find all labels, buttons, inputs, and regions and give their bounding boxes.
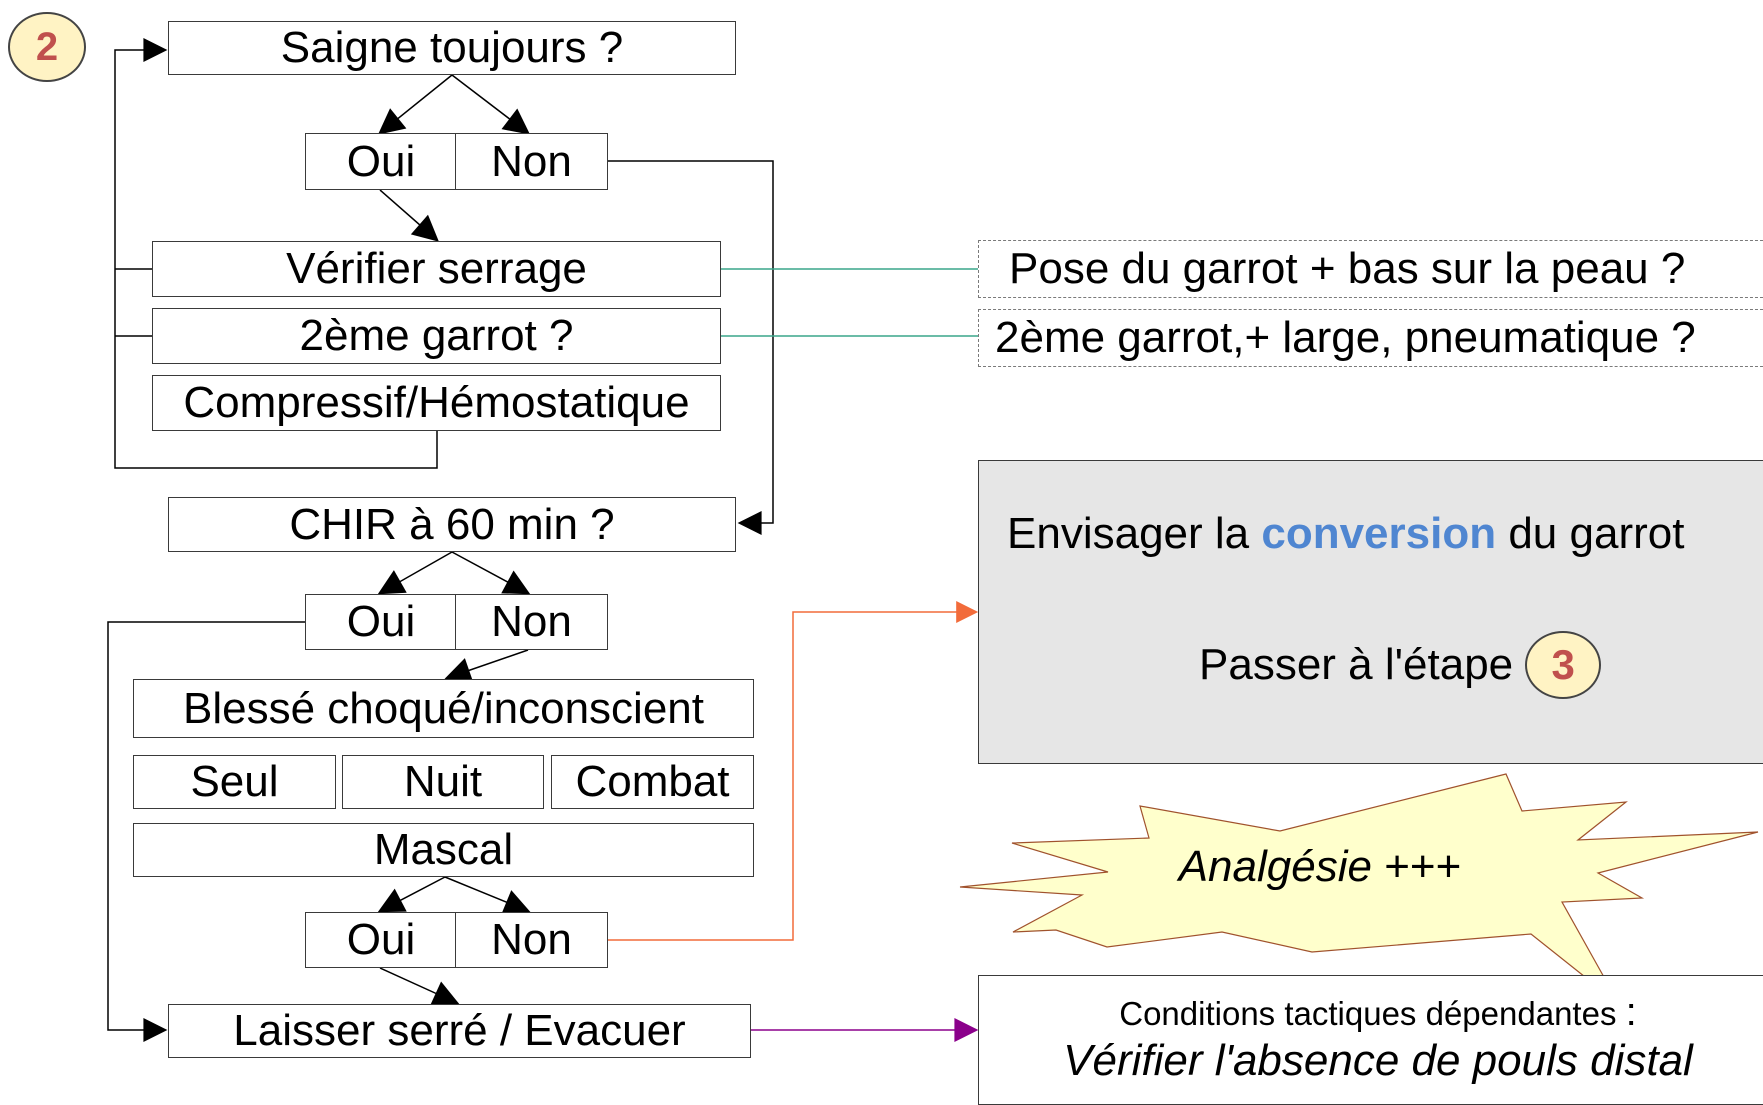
action-leave-tight-evacuate: Laisser serré / Evacuer <box>168 1004 751 1058</box>
answer-yes-3: Oui <box>305 912 457 968</box>
answer-yes-2: Oui <box>305 594 457 650</box>
conversion-text-post: du garrot <box>1496 509 1685 558</box>
answer-no-2: Non <box>455 594 608 650</box>
analgesia-star-shape <box>959 773 1759 1005</box>
tactical-conditions-label: Conditions tactiques dépendantes <box>1119 995 1626 1032</box>
check-distal-pulse: Vérifier l'absence de pouls distal <box>1063 1036 1693 1085</box>
analgesia-text: Analgésie +++ <box>1100 842 1540 892</box>
conversion-panel: Envisager la conversion du garrot Passer… <box>978 460 1763 764</box>
answer-no-3: Non <box>455 912 608 968</box>
action-second-tourniquet: 2ème garrot ? <box>152 308 721 364</box>
answer-yes-1: Oui <box>305 133 457 190</box>
next-step-line: Passer à l'étape 3 <box>1199 631 1602 699</box>
tactical-conditions-title: Conditions tactiques dépendantes : <box>979 990 1763 1035</box>
step-3-badge: 3 <box>1525 631 1602 699</box>
conversion-text: Envisager la conversion du garrot <box>1007 509 1684 559</box>
condition-alone: Seul <box>133 755 336 809</box>
analgesia-word: Analgésie <box>1178 842 1372 891</box>
note-tourniquet-placement: Pose du garrot + bas sur la peau ? <box>978 240 1763 298</box>
question-surgery-60min: CHIR à 60 min ? <box>168 497 736 552</box>
condition-mascal: Mascal <box>133 823 754 877</box>
condition-shocked-unconscious: Blessé choqué/inconscient <box>133 679 754 738</box>
answer-no-1: Non <box>455 133 608 190</box>
conversion-text-pre: Envisager la <box>1007 509 1262 558</box>
question-still-bleeding: Saigne toujours ? <box>168 21 736 75</box>
tactical-conditions-colon: : <box>1625 990 1637 1034</box>
note-second-tourniquet: 2ème garrot,+ large, pneumatique ? <box>978 309 1763 367</box>
action-check-tightening: Vérifier serrage <box>152 241 721 297</box>
action-compressive-hemostatic: Compressif/Hémostatique <box>152 375 721 431</box>
tactical-conditions-box: Conditions tactiques dépendantes : Vérif… <box>978 975 1763 1105</box>
next-step-text: Passer à l'étape <box>1199 640 1514 689</box>
condition-combat: Combat <box>551 755 754 809</box>
step-2-badge: 2 <box>8 12 86 82</box>
condition-night: Nuit <box>342 755 544 809</box>
analgesia-suffix: +++ <box>1371 842 1462 891</box>
conversion-keyword: conversion <box>1261 509 1497 558</box>
